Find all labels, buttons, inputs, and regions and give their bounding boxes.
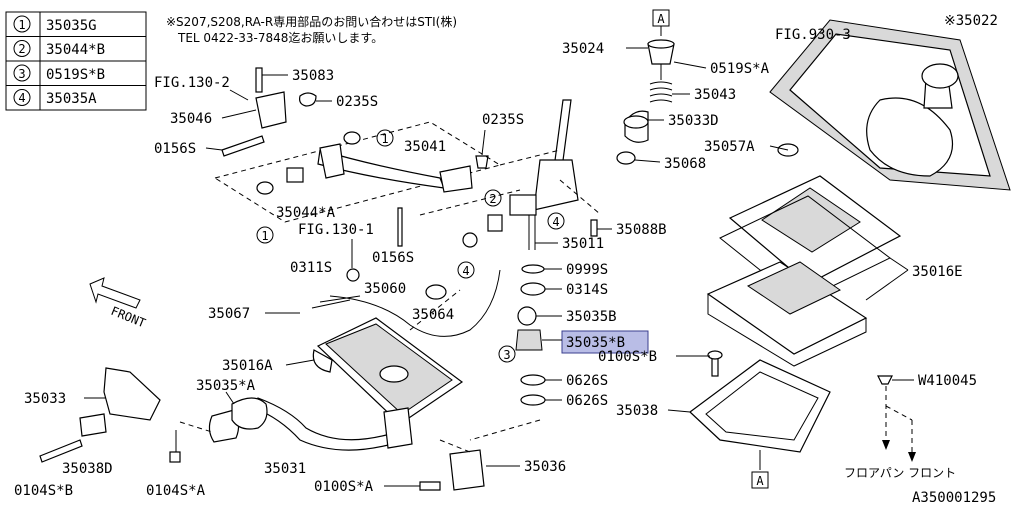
callout-w410045: W410045 bbox=[918, 373, 977, 389]
callout-35057a: 35057A bbox=[704, 139, 755, 155]
legend-code: 0519S*B bbox=[46, 67, 105, 83]
callout-35067: 35067 bbox=[208, 306, 250, 322]
front-label: FRONT bbox=[109, 304, 148, 331]
legend-table: 1 35035G 2 35044*B 3 0519S*B 4 35035A bbox=[5, 11, 147, 111]
callout-35046: 35046 bbox=[170, 111, 212, 127]
callout-35022: ※35022 bbox=[944, 13, 998, 29]
callout-35064: 35064 bbox=[412, 307, 454, 323]
svg-text:1: 1 bbox=[381, 132, 388, 146]
callout-0626s-2: 0626S bbox=[566, 393, 608, 409]
callout-0311s: 0311S bbox=[290, 260, 332, 276]
callout-0156s-mid: 0156S bbox=[372, 250, 414, 266]
callout-0314s: 0314S bbox=[566, 282, 608, 298]
legend-num: 2 bbox=[18, 42, 25, 56]
base-plate-assembly bbox=[39, 289, 485, 491]
callout-35035a: 35035*A bbox=[196, 378, 256, 394]
legend-code: 35035A bbox=[46, 91, 97, 107]
callout-35044a: 35044*A bbox=[276, 205, 336, 221]
front-arrow-icon: FRONT bbox=[89, 277, 148, 331]
callout-35043: 35043 bbox=[694, 87, 736, 103]
note-line-1: ※S207,S208,RA-R専用部品のお問い合わせはSTI(株) bbox=[166, 14, 457, 29]
callout-0235s-mid: 0235S bbox=[482, 112, 524, 128]
svg-text:2: 2 bbox=[489, 192, 496, 206]
callout-fig130-2: FIG.130-2 bbox=[154, 75, 230, 91]
circled-markers: 2 4 4 3 1 1 bbox=[256, 129, 565, 363]
shift-lever-assembly: A bbox=[462, 9, 675, 406]
callout-35068: 35068 bbox=[664, 156, 706, 172]
callout-0100s-a: 0100S*A bbox=[314, 479, 374, 495]
console-boot-assembly bbox=[689, 19, 1011, 462]
callout-0626s-1: 0626S bbox=[566, 373, 608, 389]
callouts-bottom-left: 35016A 35035*A 35033 35038D 35031 35036 … bbox=[14, 358, 566, 499]
legend-code: 35044*B bbox=[46, 42, 105, 58]
highlighted-part-35035b[interactable] bbox=[561, 330, 649, 354]
callout-35038d: 35038D bbox=[62, 461, 113, 477]
callouts-left: FIG.130-2 35083 0235S 35046 0156S 35041 … bbox=[154, 68, 454, 323]
callouts-right: FIG.930-3 ※35022 35057A 35016E 0100S*B 3… bbox=[598, 13, 998, 506]
callout-fig930-3: FIG.930-3 bbox=[775, 27, 851, 43]
marker-a-top: A bbox=[657, 12, 665, 26]
legend-code: 35035G bbox=[46, 18, 97, 34]
callout-0999s: 0999S bbox=[566, 262, 608, 278]
callout-0100s-b: 0100S*B bbox=[598, 349, 657, 365]
marker-a-bottom: A bbox=[756, 474, 764, 488]
dashed-guides bbox=[419, 149, 601, 453]
callout-35083: 35083 bbox=[292, 68, 334, 84]
svg-text:3: 3 bbox=[503, 348, 510, 362]
callout-35033: 35033 bbox=[24, 391, 66, 407]
legend-row-2[interactable]: 2 35044*B bbox=[13, 40, 105, 59]
callout-0519s-a: 0519S*A bbox=[710, 61, 770, 77]
legend-row-4[interactable]: 4 35035A bbox=[13, 89, 97, 108]
callout-0104s-a: 0104S*A bbox=[146, 483, 206, 499]
callout-35011: 35011 bbox=[562, 236, 604, 252]
callout-35036: 35036 bbox=[524, 459, 566, 475]
legend-row-1[interactable]: 1 35035G bbox=[13, 15, 97, 34]
callout-35031: 35031 bbox=[264, 461, 306, 477]
callout-35016a: 35016A bbox=[222, 358, 273, 374]
legend-row-3[interactable]: 3 0519S*B bbox=[13, 64, 105, 83]
legend-num: 4 bbox=[18, 91, 25, 105]
callout-fig130-1: FIG.130-1 bbox=[298, 222, 374, 238]
callout-35038: 35038 bbox=[616, 403, 658, 419]
linkage-assembly bbox=[213, 67, 502, 337]
callout-35035-b-highlight: 35035*B bbox=[566, 335, 625, 351]
callout-0156s-left: 0156S bbox=[154, 141, 196, 157]
callout-35088b: 35088B bbox=[616, 222, 667, 238]
svg-text:1: 1 bbox=[261, 229, 268, 243]
legend-num: 1 bbox=[18, 18, 25, 32]
callout-35035b: 35035B bbox=[566, 309, 617, 325]
callout-35024: 35024 bbox=[562, 41, 604, 57]
callout-35041: 35041 bbox=[404, 139, 446, 155]
note-line-2: TEL 0422-33-7848迄お願いします。 bbox=[177, 31, 383, 45]
callout-0235s-top: 0235S bbox=[336, 94, 378, 110]
callout-35033d: 35033D bbox=[668, 113, 719, 129]
callouts-top-center: 35024 0519S*A 35043 35033D 35068 35088B … bbox=[475, 41, 770, 409]
callout-35060: 35060 bbox=[364, 281, 406, 297]
floor-pan-front-label: フロアパン フロント bbox=[844, 466, 956, 480]
callout-35016e: 35016E bbox=[912, 264, 963, 280]
svg-text:4: 4 bbox=[552, 215, 559, 229]
legend-num: 3 bbox=[18, 67, 25, 81]
svg-text:4: 4 bbox=[462, 264, 469, 278]
diagram-id: A350001295 bbox=[912, 490, 996, 506]
callout-0104s-b: 0104S*B bbox=[14, 483, 73, 499]
